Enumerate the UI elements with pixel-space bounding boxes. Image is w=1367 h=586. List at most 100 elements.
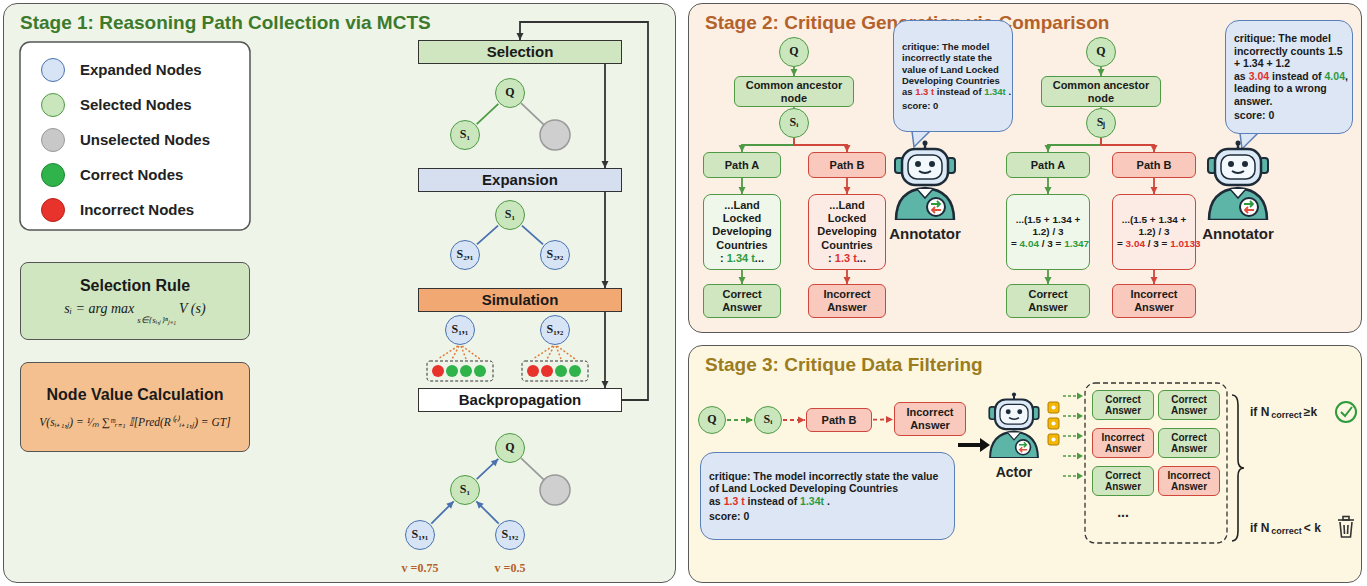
- tree-node: Q: [495, 433, 525, 463]
- node-label: S₁,₁: [412, 528, 429, 542]
- node-label: S₁: [505, 208, 515, 222]
- text-flow: critique: The model incorrectly state th…: [902, 41, 1004, 111]
- arrow-head: [791, 69, 798, 76]
- connector: [791, 67, 798, 76]
- arrow-head: [886, 416, 893, 423]
- node-label: S₂,₂: [547, 248, 564, 262]
- connector-line: [476, 501, 498, 523]
- legend-row: Unselected Nodes: [80, 131, 210, 149]
- connector: [1098, 67, 1105, 76]
- connector: [1151, 270, 1158, 284]
- connector-line: [431, 501, 453, 523]
- arrow-head: [791, 101, 798, 108]
- text-piece: score: 0: [1234, 109, 1344, 122]
- arrow-head: [1045, 277, 1052, 284]
- process-box: critique: The model incorrectly state th…: [700, 452, 955, 540]
- arrow-head: [1045, 145, 1052, 152]
- text-flow: ...(1.5 + 1.34 + 1.2) / 3 =4.04/ 3 =1.34…: [1011, 214, 1085, 250]
- tree-node: S₂,₁: [450, 240, 480, 270]
- tree-line: [521, 458, 544, 480]
- text-piece: 1.34t: [984, 86, 1006, 97]
- process-box: critique: The model incorrectly state th…: [893, 20, 1013, 132]
- robot-icon: [1208, 141, 1268, 221]
- arrow-head: [1098, 69, 1105, 76]
- formula-row: sᵢ = arg maxs∈{sᵢ,ⱼ}ⁿⱼ₌₁V (s): [64, 301, 205, 317]
- tree-node: S₁,₂: [495, 520, 525, 550]
- connector: [1045, 270, 1052, 284]
- node-label: Q: [789, 45, 798, 59]
- arrow-head: [517, 33, 524, 40]
- text-piece: score: 0: [709, 510, 946, 523]
- text-piece: / 3 =: [1148, 238, 1168, 249]
- process-box: Correct Answer: [1006, 284, 1090, 318]
- rollout-box: [522, 361, 588, 381]
- connector: [476, 501, 498, 523]
- connector: [739, 270, 746, 284]
- connector: [1098, 101, 1105, 108]
- legend-row: Incorrect Nodes: [80, 201, 194, 219]
- arrow-head: [746, 417, 753, 424]
- node-label: Correct Answer: [1162, 394, 1216, 417]
- condition-text: if N: [1250, 405, 1269, 419]
- condition-text: if N: [1250, 521, 1269, 535]
- node-label: Q: [505, 441, 514, 455]
- process-box: Selection: [418, 40, 622, 64]
- node-label: Correct Answer: [707, 288, 777, 313]
- node-label: Sⱼ: [1097, 116, 1106, 130]
- process-box: ...(1.5 + 1.34 + 1.2) / 3 =3.04/ 3 =1.01…: [1112, 194, 1196, 270]
- arrow-head: [1098, 101, 1105, 108]
- legend-swatch: [41, 58, 65, 82]
- connector-line: [1048, 138, 1101, 152]
- condition-text: correct: [1271, 526, 1302, 536]
- free-label: Annotator: [889, 225, 961, 242]
- text-piece: 4.04: [1325, 70, 1345, 82]
- node-label: Common ancestor node: [1045, 79, 1157, 104]
- condition-row: if Ncorrect≥k: [1250, 405, 1317, 419]
- unselected-node: [540, 120, 570, 150]
- tree-node: Sᵢ: [779, 108, 809, 138]
- connector: [522, 226, 543, 245]
- legend-swatch: [41, 163, 65, 187]
- arrow-head: [844, 145, 851, 152]
- connector-line: [520, 22, 648, 400]
- arrow-head: [446, 501, 453, 508]
- legend-box: [20, 42, 250, 230]
- label-slot: v =0.5: [495, 558, 526, 576]
- connector: [477, 459, 499, 479]
- connector: [602, 64, 609, 168]
- node-label: Incorrect Answer: [1162, 470, 1216, 493]
- text-piece: 1.347: [1064, 238, 1089, 249]
- node-label: Backpropagation: [459, 391, 582, 408]
- node-label: S₁,₁: [452, 323, 469, 337]
- box-heading: Selection Rule: [80, 277, 190, 295]
- arrow-head: [798, 417, 805, 424]
- node-label: Simulation: [482, 291, 559, 308]
- process-box: Correct Answer: [703, 284, 781, 318]
- connector-line: [742, 138, 794, 152]
- node-label: Selection: [487, 43, 554, 60]
- bubble-tail: [912, 131, 930, 147]
- text-piece: instead of: [748, 495, 798, 507]
- text-piece: instead of: [1272, 70, 1322, 82]
- node-label: Correct Answer: [1096, 394, 1150, 417]
- rollout-dots: [432, 365, 581, 377]
- arrow-head: [476, 501, 483, 508]
- connector-line: [604, 192, 606, 288]
- process-box: Selection Rule sᵢ = arg maxs∈{sᵢ,ⱼ}ⁿⱼ₌₁V …: [20, 262, 250, 340]
- connector: [477, 104, 499, 124]
- text-flow: critique: The model incorrectly state th…: [709, 470, 946, 522]
- free-label: Actor: [996, 464, 1033, 480]
- rollout-lines: [438, 346, 575, 359]
- node-label: Incorrect Answer: [898, 406, 962, 431]
- tree-node: S₁: [450, 120, 480, 150]
- process-box: Incorrect Answer: [1092, 428, 1154, 458]
- process-box: Expansion: [418, 168, 622, 192]
- arrow-head: [739, 145, 746, 152]
- tree-node: Q: [1086, 37, 1116, 67]
- samples-container: [1085, 383, 1227, 543]
- arrow-head: [844, 277, 851, 284]
- node-label: Incorrect Answer: [1096, 432, 1150, 455]
- node-label: S₁: [460, 483, 470, 497]
- stack-icon: [1048, 402, 1059, 445]
- process-box: Path A: [703, 152, 781, 178]
